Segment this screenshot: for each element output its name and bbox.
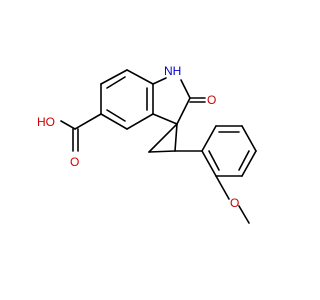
bond [241,150,257,177]
bond [148,123,178,153]
bond [238,205,250,224]
double-bond [238,150,250,171]
carboxylic-acid-group [60,113,102,152]
bond [126,69,154,85]
bond [100,69,128,85]
methoxy-group [215,175,250,224]
bond [241,125,257,152]
bond [152,113,178,125]
ether-oxygen-label: O [230,196,239,210]
bond [176,97,191,125]
lactam-ring [152,77,206,125]
bond [174,123,178,152]
bond [152,77,167,85]
bond [126,113,154,130]
bond [74,113,102,130]
bond [201,150,217,177]
bond [201,125,217,152]
double-bond [208,150,220,171]
molecule-diagram: NH O HO O O [37,64,257,224]
methoxyphenyl-ring [201,125,257,177]
bond [100,113,128,130]
nh-label: NH [164,64,181,78]
double-bond [106,76,126,89]
bond [180,79,191,99]
carbonyl-oxygen-label: O [207,93,216,107]
bond [215,175,230,200]
acid-carbonyl-oxygen-label: O [70,155,79,169]
bond [60,120,76,130]
bond [148,150,176,153]
indoline-benzene-ring [100,69,154,130]
double-bond [106,109,126,122]
acid-hydroxyl-label: HO [37,115,55,129]
cyclopropane-ring [148,123,203,153]
